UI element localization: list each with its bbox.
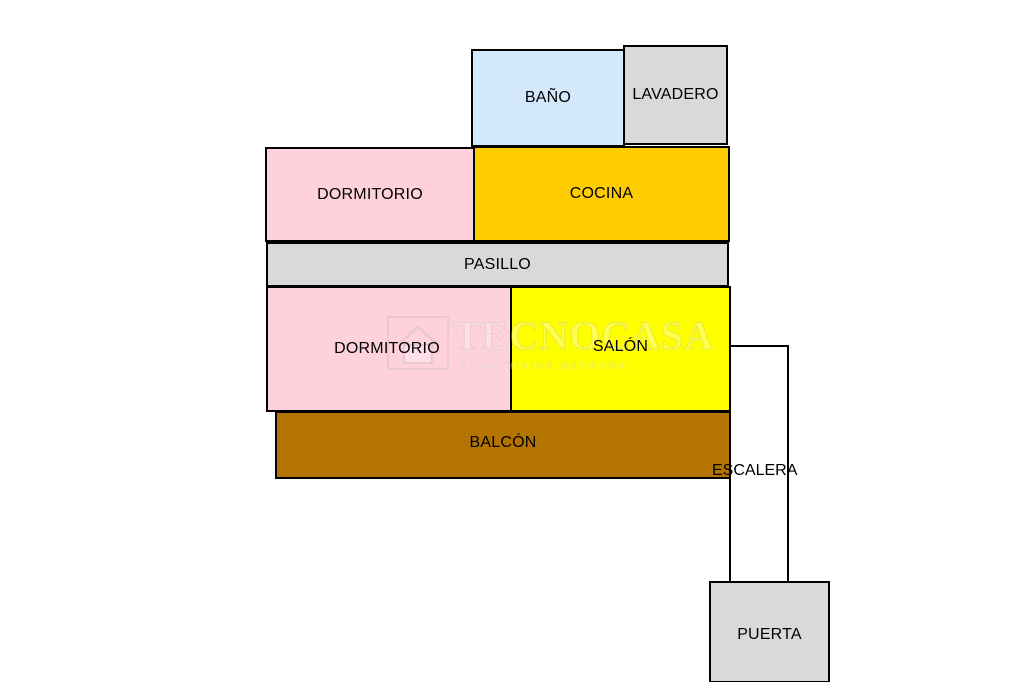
room-label-pasillo: PASILLO	[464, 255, 531, 273]
room-balcon: BALCÓN	[275, 411, 731, 479]
room-label-salon: SALÓN	[592, 338, 649, 355]
room-dormitorio-bottom: DORMITORIO	[266, 286, 512, 412]
stairs-outline	[729, 345, 789, 583]
room-cocina: COCINA	[473, 146, 730, 242]
room-label-dormitorio-top: DORMITORIO	[317, 185, 423, 203]
room-label-puerta: PUERTA	[737, 626, 802, 643]
room-label-balcon: BALCÓN	[469, 434, 537, 451]
room-label-cocina: COCINA	[569, 185, 634, 202]
room-puerta: PUERTA	[709, 581, 830, 682]
room-label-bano: BAÑO	[524, 89, 572, 106]
stairs-label: ESCALERA	[712, 462, 798, 479]
room-label-dormitorio-bottom: DORMITORIO	[334, 340, 440, 357]
room-salon: SALÓN	[510, 286, 731, 412]
room-dormitorio-top: DORMITORIO	[265, 147, 475, 242]
room-bano: BAÑO	[471, 49, 625, 147]
room-pasillo: PASILLO	[266, 242, 729, 287]
room-label-lavadero: LAVADERO	[632, 86, 719, 103]
room-lavadero: LAVADERO	[623, 45, 728, 145]
